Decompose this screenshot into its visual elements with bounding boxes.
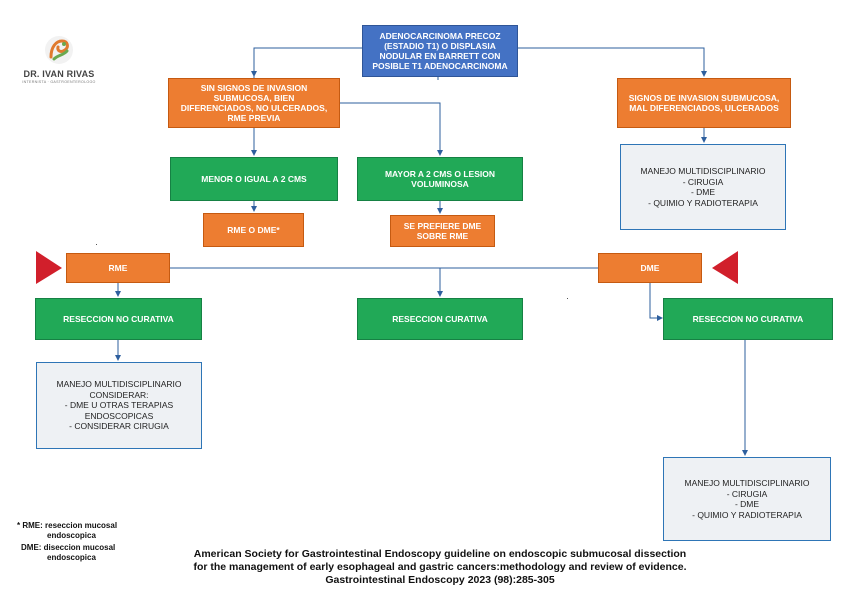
arrow-to-res-no-right [649, 283, 663, 321]
rme-o-dme-node: RME O DME* [203, 213, 304, 247]
mayor-node: MAYOR A 2 CMS O LESION VOLUMINOSA [357, 157, 523, 201]
logo-subtitle: INTERNISTA · GASTROENTEROLOGO [22, 80, 96, 84]
reseccion-no-curativa-left: RESECCION NO CURATIVA [35, 298, 202, 340]
dme-node: DME [598, 253, 702, 283]
footnote-rme-line: * RME: reseccion mucosal [17, 521, 118, 530]
footnote-rme: * RME: reseccion mucosal endoscopica [17, 521, 117, 540]
stray-dot [567, 298, 568, 299]
menor-node: MENOR O IGUAL A 2 CMS [170, 157, 338, 201]
footnote-rme-cont: endoscopica [47, 530, 96, 540]
sin-signos-node: SIN SIGNOS DE INVASION SUBMUCOSA, BIEN D… [168, 78, 340, 128]
footnote-dme-line: DME: diseccion mucosal [21, 543, 116, 552]
stray-dot [96, 244, 97, 245]
citation: American Society for Gastrointestinal En… [193, 548, 687, 586]
signos-node: SIGNOS DE INVASION SUBMUCOSA, MAL DIFERE… [617, 78, 791, 128]
manejo-left-node: MANEJO MULTIDISCIPLINARIO CONSIDERAR: - … [36, 362, 202, 449]
triangle-left [36, 251, 62, 284]
rme-node: RME [66, 253, 170, 283]
arrow-to-mayor [340, 102, 443, 156]
logo-icon [45, 36, 73, 64]
reseccion-no-curativa-right: RESECCION NO CURATIVA [663, 298, 833, 340]
manejo-right-node: MANEJO MULTIDISCIPLINARIO - CIRUGIA - DM… [663, 457, 831, 541]
footnote-dme: DME: diseccion mucosal endoscopica [21, 543, 115, 562]
logo-name: DR. IVAN RIVAS [23, 69, 95, 79]
footnote-dme-cont: endoscopica [47, 552, 96, 562]
root-node: ADENOCARCINOMA PRECOZ (ESTADIO T1) O DIS… [362, 25, 518, 77]
reseccion-curativa: RESECCION CURATIVA [357, 298, 523, 340]
triangle-right [712, 251, 738, 284]
root-to-left-line [253, 47, 362, 80]
arrow-to-signos [518, 47, 707, 77]
manejo-top-node: MANEJO MULTIDISCIPLINARIO - CIRUGIA - DM… [620, 144, 786, 230]
prefiere-node: SE PREFIERE DME SOBRE RME [390, 215, 495, 247]
